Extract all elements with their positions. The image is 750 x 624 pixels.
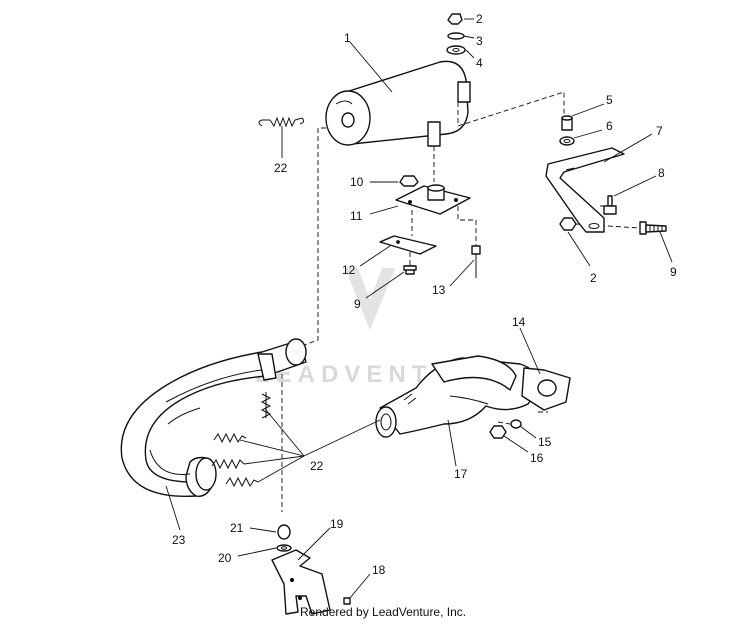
exhaust-manifold: [375, 355, 571, 438]
bracket-screw: [343, 597, 351, 605]
muffler-bracket: [545, 147, 625, 233]
manifold-nut: [489, 425, 507, 439]
exhaust-springs-lower: [211, 392, 272, 488]
callout-17: 17: [454, 467, 468, 481]
callout-8: 8: [658, 166, 665, 180]
bracket-side-bolt: [639, 221, 667, 235]
callout-2-bracket: 2: [590, 271, 597, 285]
callout-19: 19: [330, 517, 344, 531]
callout-9-right: 9: [670, 265, 677, 279]
head-pipe: [120, 338, 307, 498]
callout-2-top: 2: [476, 12, 483, 26]
callout-14: 14: [512, 315, 526, 329]
heat-shield-plate: [379, 235, 437, 255]
callout-13: 13: [432, 283, 446, 297]
callout-18: 18: [372, 563, 386, 577]
callout-4: 4: [476, 56, 483, 70]
callout-16: 16: [530, 451, 544, 465]
callout-12: 12: [342, 263, 356, 277]
bracket-bolt: [603, 195, 617, 215]
muffler: [325, 60, 471, 147]
callout-15: 15: [538, 435, 552, 449]
callout-22-lower: 22: [310, 459, 324, 473]
callout-11: 11: [350, 209, 363, 223]
callout-labels: 1 2 3 4 5 6 7 8 2 9 10 11 12 9 13 22 14 …: [172, 12, 677, 577]
callout-21: 21: [230, 521, 244, 535]
callout-22-top: 22: [274, 161, 288, 175]
lower-grommet-stack: [276, 524, 292, 552]
callout-9-plate: 9: [354, 297, 361, 311]
callout-5: 5: [606, 93, 613, 107]
plate-bolt: [403, 265, 417, 275]
callout-10: 10: [350, 175, 364, 189]
callout-1: 1: [344, 31, 351, 45]
leader-lines: [165, 18, 673, 599]
callout-7: 7: [656, 124, 663, 138]
muffler-mount-hardware: [446, 13, 466, 55]
lower-bracket: [271, 549, 331, 615]
manifold-washer: [510, 419, 522, 429]
callout-3: 3: [476, 34, 483, 48]
callout-20: 20: [218, 551, 232, 565]
grommet: [399, 175, 419, 187]
render-credit: Rendered by LeadVenture, Inc.: [300, 605, 467, 619]
bolt-and-bushing: [559, 115, 575, 146]
callout-6: 6: [606, 119, 613, 133]
bracket-nut: [559, 217, 577, 231]
mounting-plate: [395, 184, 471, 215]
rivet: [471, 245, 481, 278]
callout-23: 23: [172, 533, 186, 547]
exhaust-spring-upper: [258, 116, 305, 128]
